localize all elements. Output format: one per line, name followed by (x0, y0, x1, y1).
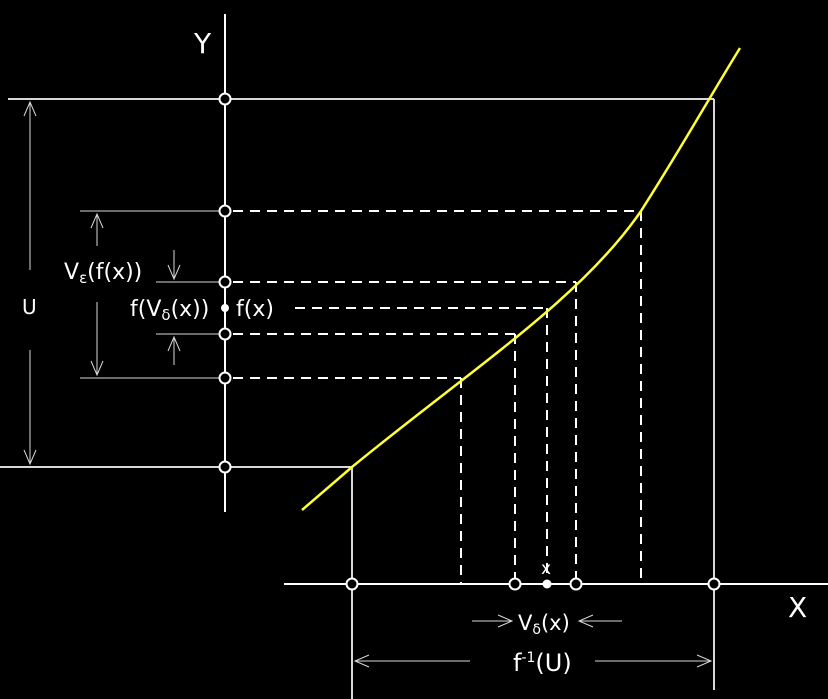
f-v-delta-label: f(Vδ(x)) (130, 297, 209, 324)
v-delta-x-label: Vδ(x) (518, 611, 570, 638)
v-delta-x-base: V (518, 611, 533, 635)
preimage-base: f (513, 649, 522, 677)
u-arrow-down-head (23, 449, 37, 466)
x-point-delta-right (569, 577, 583, 591)
preimage-arrow-right-head (696, 654, 713, 668)
preimage-label: f-1(U) (513, 649, 572, 677)
v-delta-x-sub: δ (532, 622, 541, 638)
u-label: U (22, 295, 37, 319)
y-point-eps-bottom (218, 371, 232, 385)
dashed-projections (233, 210, 642, 584)
y-point-u-top (218, 92, 232, 106)
u-bounds (0, 98, 715, 699)
f-v-delta-post: (x)) (171, 297, 210, 322)
v-delta-x-arg: (x) (541, 611, 570, 635)
x-point-preimage-right (707, 577, 721, 591)
dimension-arrows (23, 100, 713, 668)
preimage-arrow-left-head (353, 654, 370, 668)
v-epsilon-arg: (f(x)) (87, 260, 142, 285)
preimage-sup: -1 (521, 650, 535, 666)
x-point-preimage-left (345, 577, 359, 591)
f-v-delta-sub: δ (161, 306, 170, 324)
vdelta-arrow-right-head (577, 614, 594, 628)
u-arrow-up-head (23, 100, 37, 117)
v-epsilon-sub: ε (79, 269, 87, 287)
epsilon-ticks (80, 210, 225, 379)
f-v-delta-base: V (146, 297, 161, 322)
eps-arrow-up-head (90, 212, 104, 229)
x-point-delta-left (508, 577, 522, 591)
vdelta-arrow-left-head (497, 614, 514, 628)
delta-img-down-head (167, 264, 181, 281)
function-curve (301, 47, 742, 511)
x-point-label: x (541, 559, 551, 579)
x-axis-label: X (788, 591, 807, 624)
y-point-delta-img-top (218, 275, 232, 289)
x-point-x (542, 579, 552, 589)
eps-arrow-down-head (90, 360, 104, 377)
delta-img-up-head (167, 335, 181, 352)
y-point-eps-top (218, 204, 232, 218)
y-point-fx (221, 304, 229, 312)
f-v-delta-pre: f( (130, 297, 146, 322)
y-axis-label: Y (193, 27, 212, 60)
v-epsilon-label: Vε(f(x)) (64, 260, 142, 287)
preimage-arg: (U) (535, 649, 571, 677)
v-epsilon-base: V (64, 260, 79, 285)
y-point-u-bottom (218, 460, 232, 474)
y-point-delta-img-bottom (218, 327, 232, 341)
axis-points (218, 92, 721, 591)
fx-label: f(x) (236, 297, 274, 322)
